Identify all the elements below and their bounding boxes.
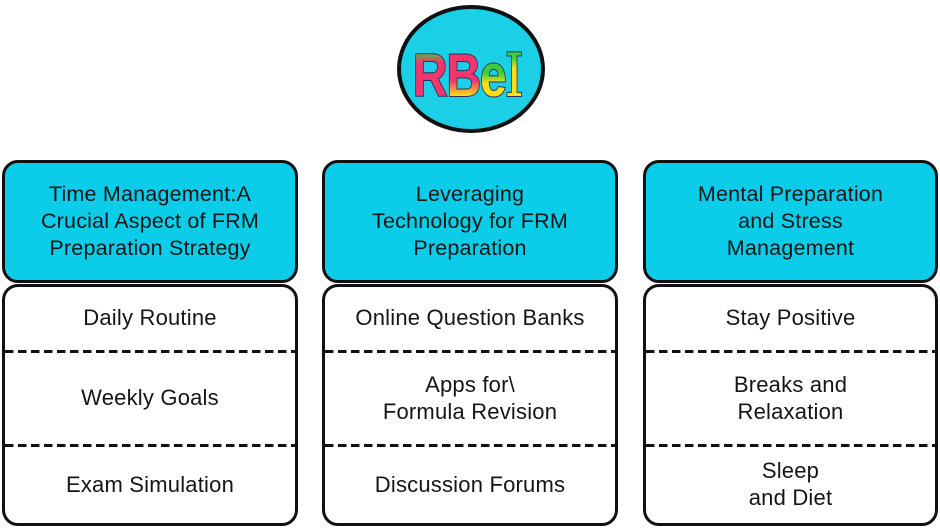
list-item-daily-routine: Daily Routine [83,305,217,331]
column-time-management: Time Management:A Crucial Aspect of FRM … [2,0,298,529]
column-mental-preparation: Mental Preparation and Stress Management… [643,0,938,529]
dashed-divider [325,349,615,354]
column-body-time-management: Daily Routine Weekly Goals Exam Simulati… [2,284,298,526]
list-item-weekly-goals: Weekly Goals [81,385,219,411]
logo-letter-r: R [413,42,448,109]
list-item-discussion-forums: Discussion Forums [374,471,566,497]
list-item-stay-positive: Stay Positive [725,305,856,331]
dashed-divider [646,349,935,354]
list-item-exam-simulation: Exam Simulation [65,471,235,497]
column-header-leveraging-technology: Leveraging Technology for FRM Preparatio… [322,160,618,283]
list-item-online-question-banks: Online Question Banks [355,305,585,331]
brand-logo: R B e I [396,3,546,136]
column-header-mental-preparation: Mental Preparation and Stress Management [643,160,938,283]
dashed-divider [325,443,615,448]
list-item-sleep-diet: Sleep and Diet [748,458,833,511]
dashed-divider [5,443,295,448]
dashed-divider [646,443,935,448]
list-item-apps-formula-revision: Apps for\ Formula Revision [382,371,558,424]
logo-graphic: R B e I [397,5,545,133]
column-leveraging-technology: Leveraging Technology for FRM Preparatio… [322,0,618,529]
column-body-mental-preparation: Stay Positive Breaks and Relaxation Slee… [643,284,938,526]
logo-letter-i: I [505,41,524,111]
dashed-divider [5,349,295,354]
column-body-leveraging-technology: Online Question Banks Apps for\ Formula … [322,284,618,526]
list-item-breaks-relaxation: Breaks and Relaxation [733,371,848,424]
logo-letter-e: e [480,42,507,109]
logo-letter-b: B [446,42,481,109]
logo-circle [397,5,545,133]
column-header-time-management: Time Management:A Crucial Aspect of FRM … [2,160,298,283]
